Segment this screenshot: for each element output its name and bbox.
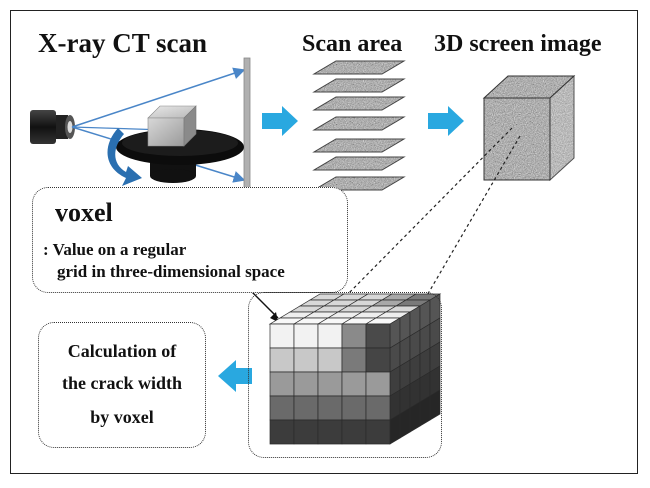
voxel-definition-callout: voxel : Value on a regular grid in three…	[32, 187, 348, 293]
3d-image-cube-illustration	[482, 74, 576, 182]
calculation-line-3: by voxel	[90, 407, 154, 427]
voxel-cube-illustration	[268, 293, 442, 445]
xray-ct-title: X-ray CT scan	[38, 28, 208, 58]
xray-ct-scanner-illustration	[30, 57, 251, 195]
outer-frame	[10, 10, 638, 474]
turntable-icon	[116, 129, 244, 183]
xray-source-icon	[30, 110, 75, 144]
specimen-cube-icon	[147, 105, 197, 147]
screen-image-title: 3D screen image	[434, 31, 602, 57]
voxel-definition-line-2: grid in three-dimensional space	[57, 262, 285, 281]
calculation-line-2: the crack width	[62, 373, 182, 393]
zoom-line	[421, 135, 521, 305]
flow-arrow-left-icon	[218, 360, 252, 392]
detector-panel	[243, 57, 251, 195]
flow-arrow-icon	[262, 106, 298, 136]
zoom-line	[343, 127, 513, 299]
voxel-definition-line-1: : Value on a regular	[43, 240, 187, 259]
voxel-cell	[365, 419, 391, 445]
rotation-arrow-icon	[107, 128, 142, 186]
scan-area-title: Scan area	[302, 31, 403, 57]
voxel-cube-frame	[248, 292, 442, 458]
calculation-line-1: Calculation of	[67, 341, 177, 361]
scan-slices-illustration	[312, 60, 406, 191]
voxel-cell	[429, 389, 441, 421]
calculation-callout: Calculation of the crack width by voxel	[38, 322, 206, 448]
voxel-heading: voxel	[55, 198, 113, 227]
flow-arrow-icon	[428, 106, 464, 136]
